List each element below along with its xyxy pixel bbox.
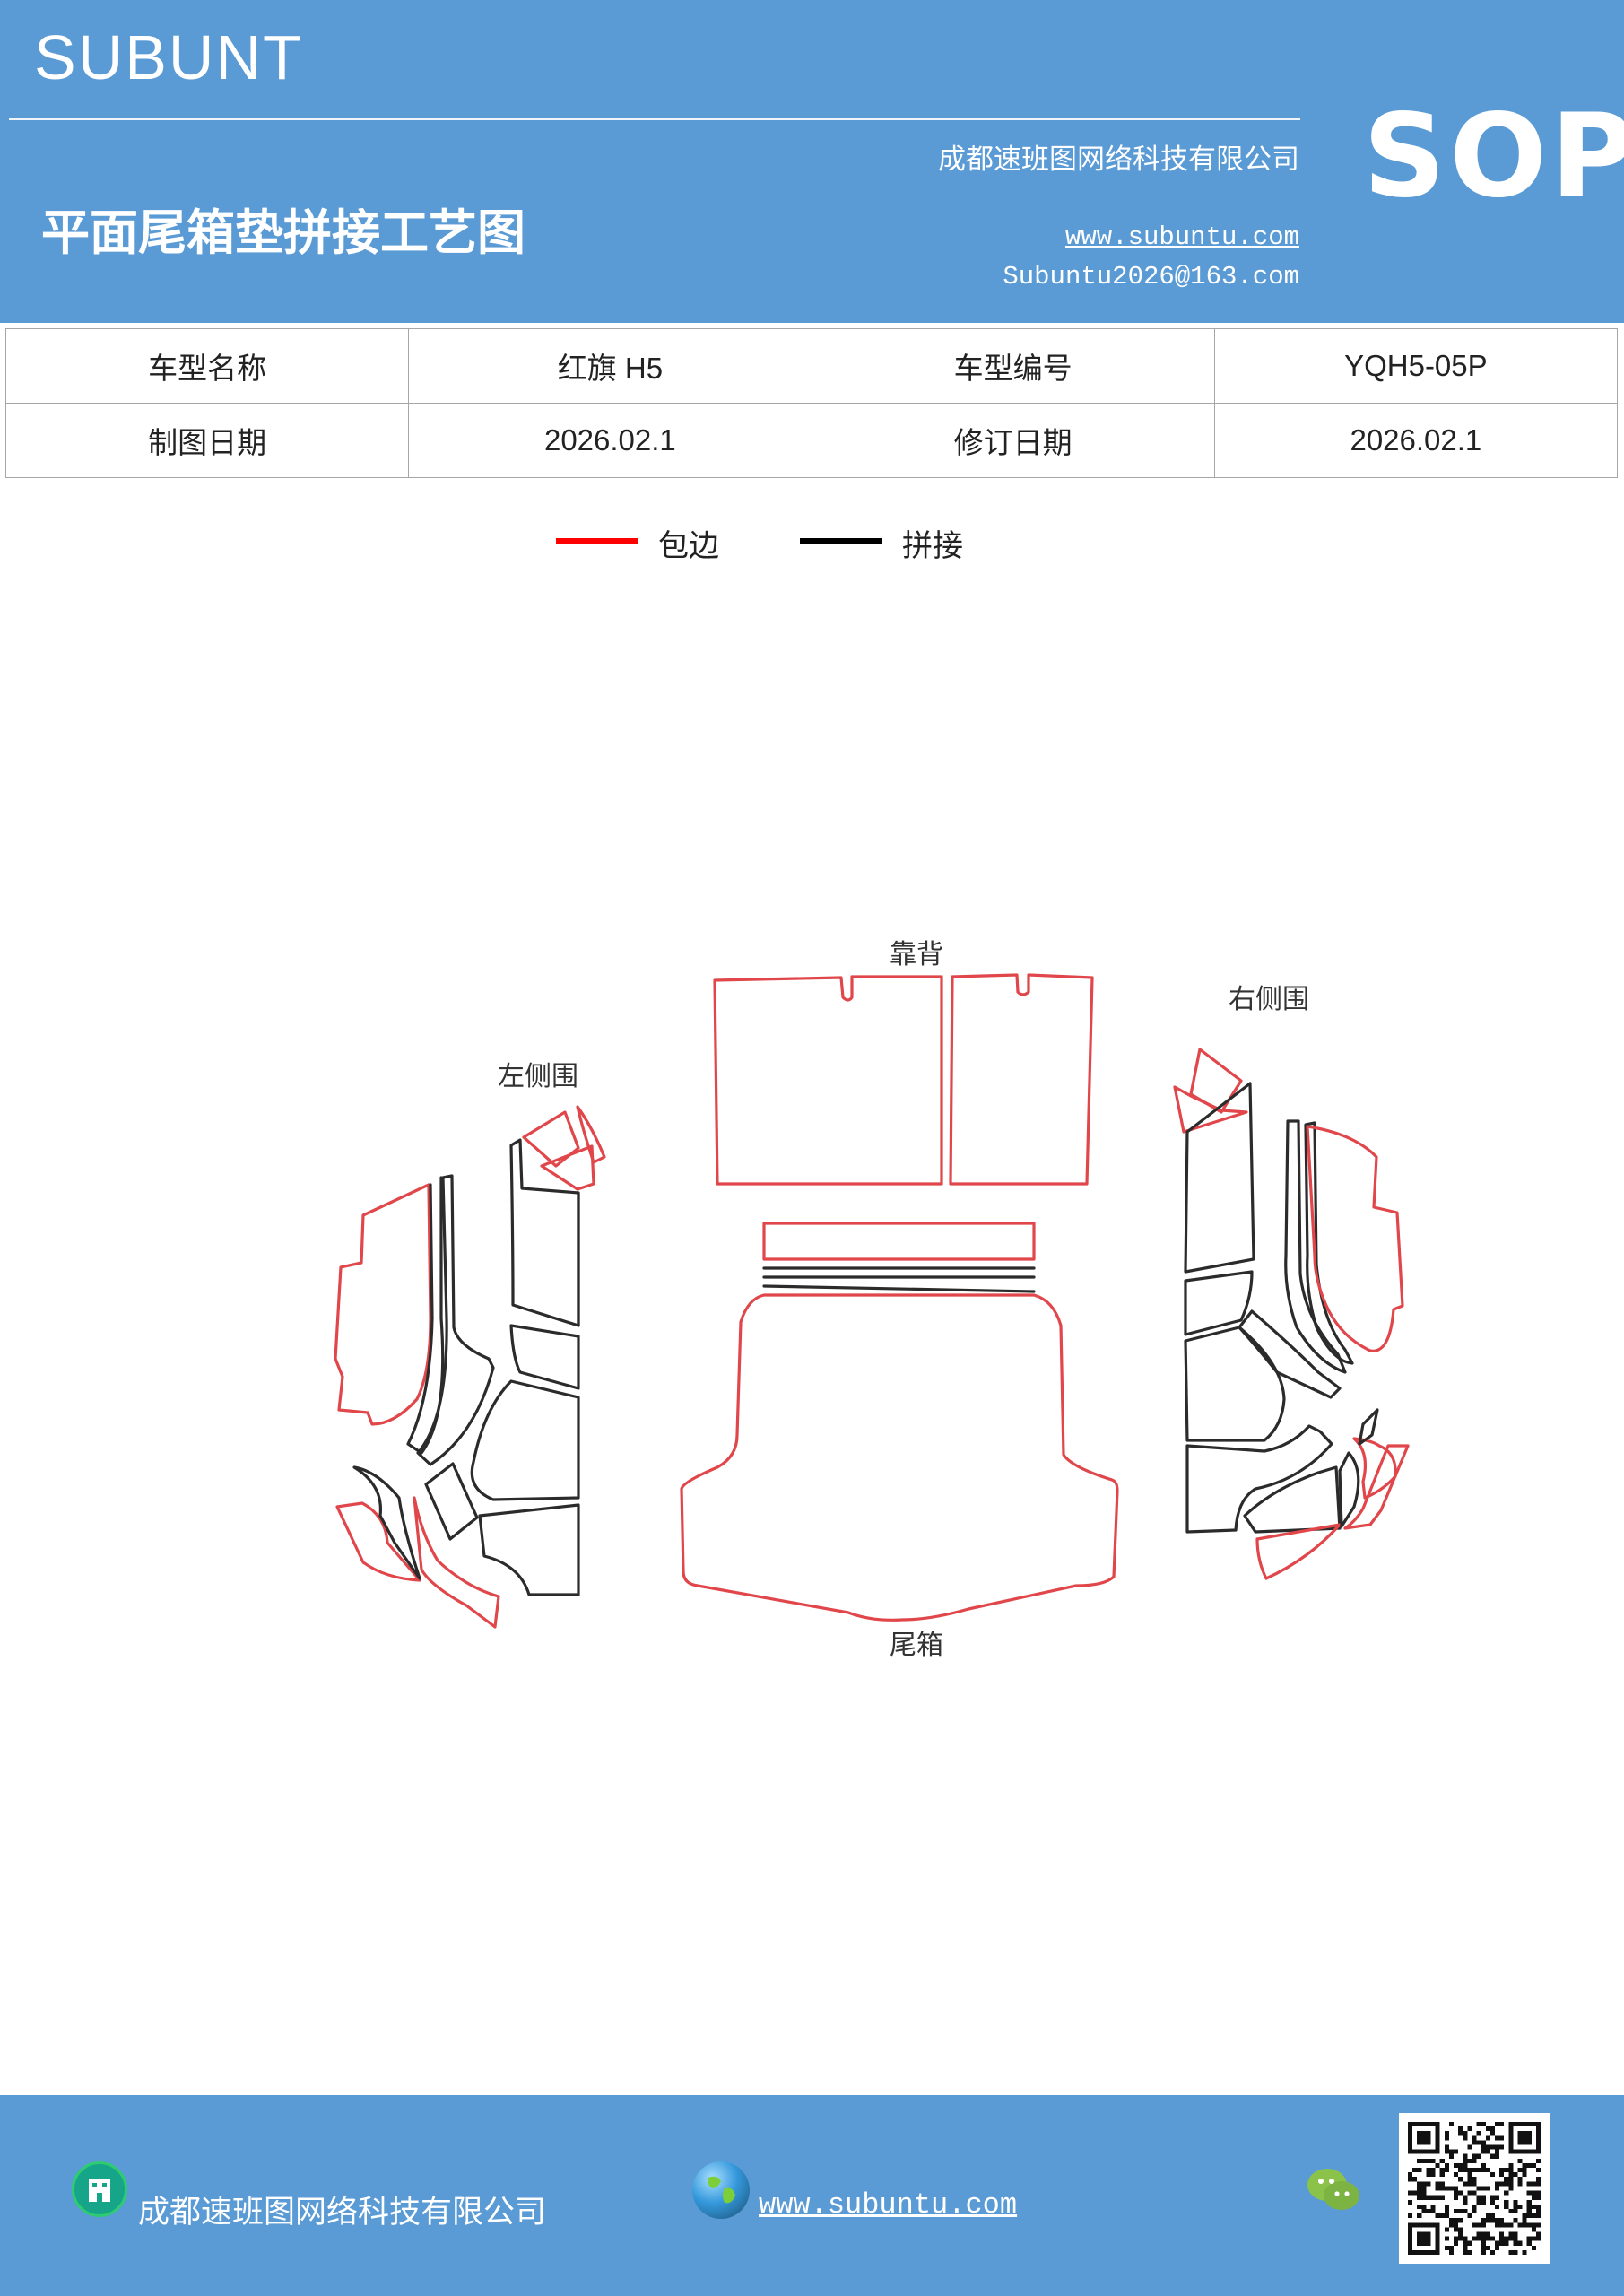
table-row: 车型名称 红旗 H5 车型编号 YQH5-05P <box>4 328 1619 404</box>
legend-label: 包边 <box>658 528 719 564</box>
left-side-piece-9 <box>424 1462 479 1541</box>
legend-swatch-black <box>800 538 882 544</box>
document-title: 平面尾箱垫拼接工艺图 <box>41 204 525 261</box>
right-side-piece-12 <box>1255 1523 1342 1580</box>
right-side-piece-16 <box>1358 1408 1379 1446</box>
label-revision-date: 修订日期 <box>811 403 1215 478</box>
qr-code[interactable] <box>1399 2113 1550 2264</box>
footer-website-link[interactable]: www.subuntu.com <box>759 2188 1018 2222</box>
left-side-piece-4 <box>522 1110 580 1168</box>
footer-company: 成都速班图网络科技有限公司 <box>138 2195 547 2231</box>
right-side-piece-2 <box>1173 1085 1248 1134</box>
right-side-piece-15 <box>1343 1444 1410 1530</box>
backrest-panel-right <box>949 973 1094 1186</box>
trunk-main-panel <box>680 1293 1119 1622</box>
trunk-strip-seam-3 <box>762 1284 1036 1293</box>
left-side-piece-11 <box>335 1501 421 1582</box>
left-side-piece-2 <box>416 1174 495 1466</box>
right-side-piece-7 <box>1184 1270 1254 1336</box>
right-side-piece-8 <box>1184 1326 1286 1442</box>
header-divider <box>9 118 1300 120</box>
left-side-piece-8 <box>470 1379 580 1501</box>
left-side-seam-1 <box>406 1176 445 1455</box>
right-side-piece-14 <box>1352 1437 1397 1500</box>
right-side-piece-6 <box>1306 1125 1404 1352</box>
label-right-side: 右侧围 <box>1229 984 1309 1015</box>
vehicle-info-table: 车型名称 红旗 H5 车型编号 YQH5-05P 制图日期 2026.02.1 … <box>4 328 1619 478</box>
value-vehicle-name: 红旗 H5 <box>408 328 812 404</box>
right-side-piece-4 <box>1284 1119 1347 1374</box>
label-vehicle-code: 车型编号 <box>811 328 1215 404</box>
trunk-strip-top <box>762 1222 1036 1261</box>
right-side-piece-11 <box>1243 1465 1342 1534</box>
value-drawing-date: 2026.02.1 <box>408 403 812 478</box>
right-side-piece-3 <box>1184 1082 1255 1274</box>
building-icon <box>72 2161 127 2217</box>
left-side-piece-10 <box>478 1503 580 1596</box>
backrest-panel-left <box>713 975 943 1186</box>
right-side-piece-13 <box>1338 1451 1360 1528</box>
right-side-piece-9 <box>1238 1309 1342 1399</box>
left-side-piece-5 <box>540 1144 595 1191</box>
legend-label: 拼接 <box>902 528 963 564</box>
left-side-piece-12 <box>352 1465 421 1580</box>
value-vehicle-code: YQH5-05P <box>1213 328 1619 404</box>
label-drawing-date: 制图日期 <box>4 403 410 478</box>
label-left-side: 左侧围 <box>498 1061 578 1092</box>
wechat-icon[interactable] <box>1302 2161 1365 2222</box>
header-company: 成都速班图网络科技有限公司 <box>938 144 1299 176</box>
legend-swatch-red <box>556 538 638 544</box>
sop-mark: SOP <box>1363 90 1624 223</box>
left-side-piece-13 <box>413 1496 500 1629</box>
label-backrest: 靠背 <box>890 939 943 970</box>
left-side-piece-6 <box>576 1105 606 1164</box>
right-side-piece-5 <box>1304 1121 1354 1365</box>
brand-name: SUBUNT <box>34 22 303 92</box>
table-row: 制图日期 2026.02.1 修订日期 2026.02.1 <box>4 403 1619 478</box>
header-website-link[interactable]: www.subuntu.com <box>1064 222 1299 252</box>
header-banner: SUBUNT 成都速班图网络科技有限公司 平面尾箱垫拼接工艺图 www.subu… <box>0 0 1624 323</box>
right-side-piece-10 <box>1185 1424 1333 1534</box>
globe-icon <box>692 2161 750 2219</box>
label-trunk: 尾箱 <box>890 1630 943 1661</box>
left-side-piece-7 <box>509 1324 580 1390</box>
right-side-piece-1 <box>1189 1048 1243 1114</box>
value-revision-date: 2026.02.1 <box>1213 403 1619 478</box>
left-side-piece-1 <box>334 1183 432 1426</box>
footer-banner: 成都速班图网络科技有限公司 www.subuntu.com <box>0 2095 1624 2296</box>
label-vehicle-name: 车型名称 <box>4 328 410 404</box>
left-side-piece-3 <box>509 1138 580 1327</box>
header-email: Subuntu2026@163.com <box>1003 262 1299 291</box>
